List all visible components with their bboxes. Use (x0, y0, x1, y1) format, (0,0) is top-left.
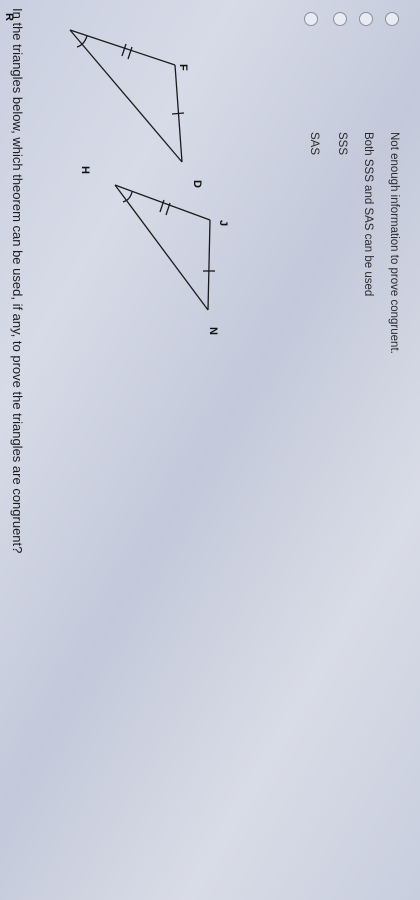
vertex-label-j: J (217, 220, 229, 226)
option-label-both[interactable]: Both SSS and SAS can be used (362, 132, 374, 297)
triangle-rfd (69, 29, 185, 163)
radio-sas[interactable] (304, 12, 318, 26)
option-sss[interactable] (331, 12, 349, 26)
option-label-sss[interactable]: SSS (336, 132, 348, 156)
vertex-label-r: R (3, 13, 15, 21)
double-tick-rf (121, 43, 127, 57)
option-sas[interactable] (302, 12, 320, 26)
option-both[interactable] (357, 12, 375, 26)
vertex-label-f: F (177, 64, 189, 71)
radio-sss[interactable] (333, 12, 347, 26)
angle-arc-h (122, 191, 133, 203)
angle-arc-r (76, 35, 88, 48)
vertex-label-h: H (79, 166, 91, 174)
double-tick-hj (159, 199, 165, 213)
vertex-label-d: D (191, 180, 203, 188)
radio-not-enough[interactable] (385, 12, 399, 26)
option-label-sas[interactable]: SAS (308, 132, 320, 156)
triangle-hjn (114, 184, 215, 311)
side-rf (69, 29, 176, 66)
single-tick-fd (171, 112, 185, 115)
vertex-label-n: N (207, 327, 219, 335)
side-jn (207, 219, 211, 311)
side-dr (69, 29, 183, 163)
option-not-enough[interactable] (383, 12, 401, 26)
option-label-not-enough[interactable]: Not enough information to prove congruen… (388, 132, 400, 354)
side-nh (114, 184, 209, 311)
radio-both[interactable] (359, 12, 373, 26)
